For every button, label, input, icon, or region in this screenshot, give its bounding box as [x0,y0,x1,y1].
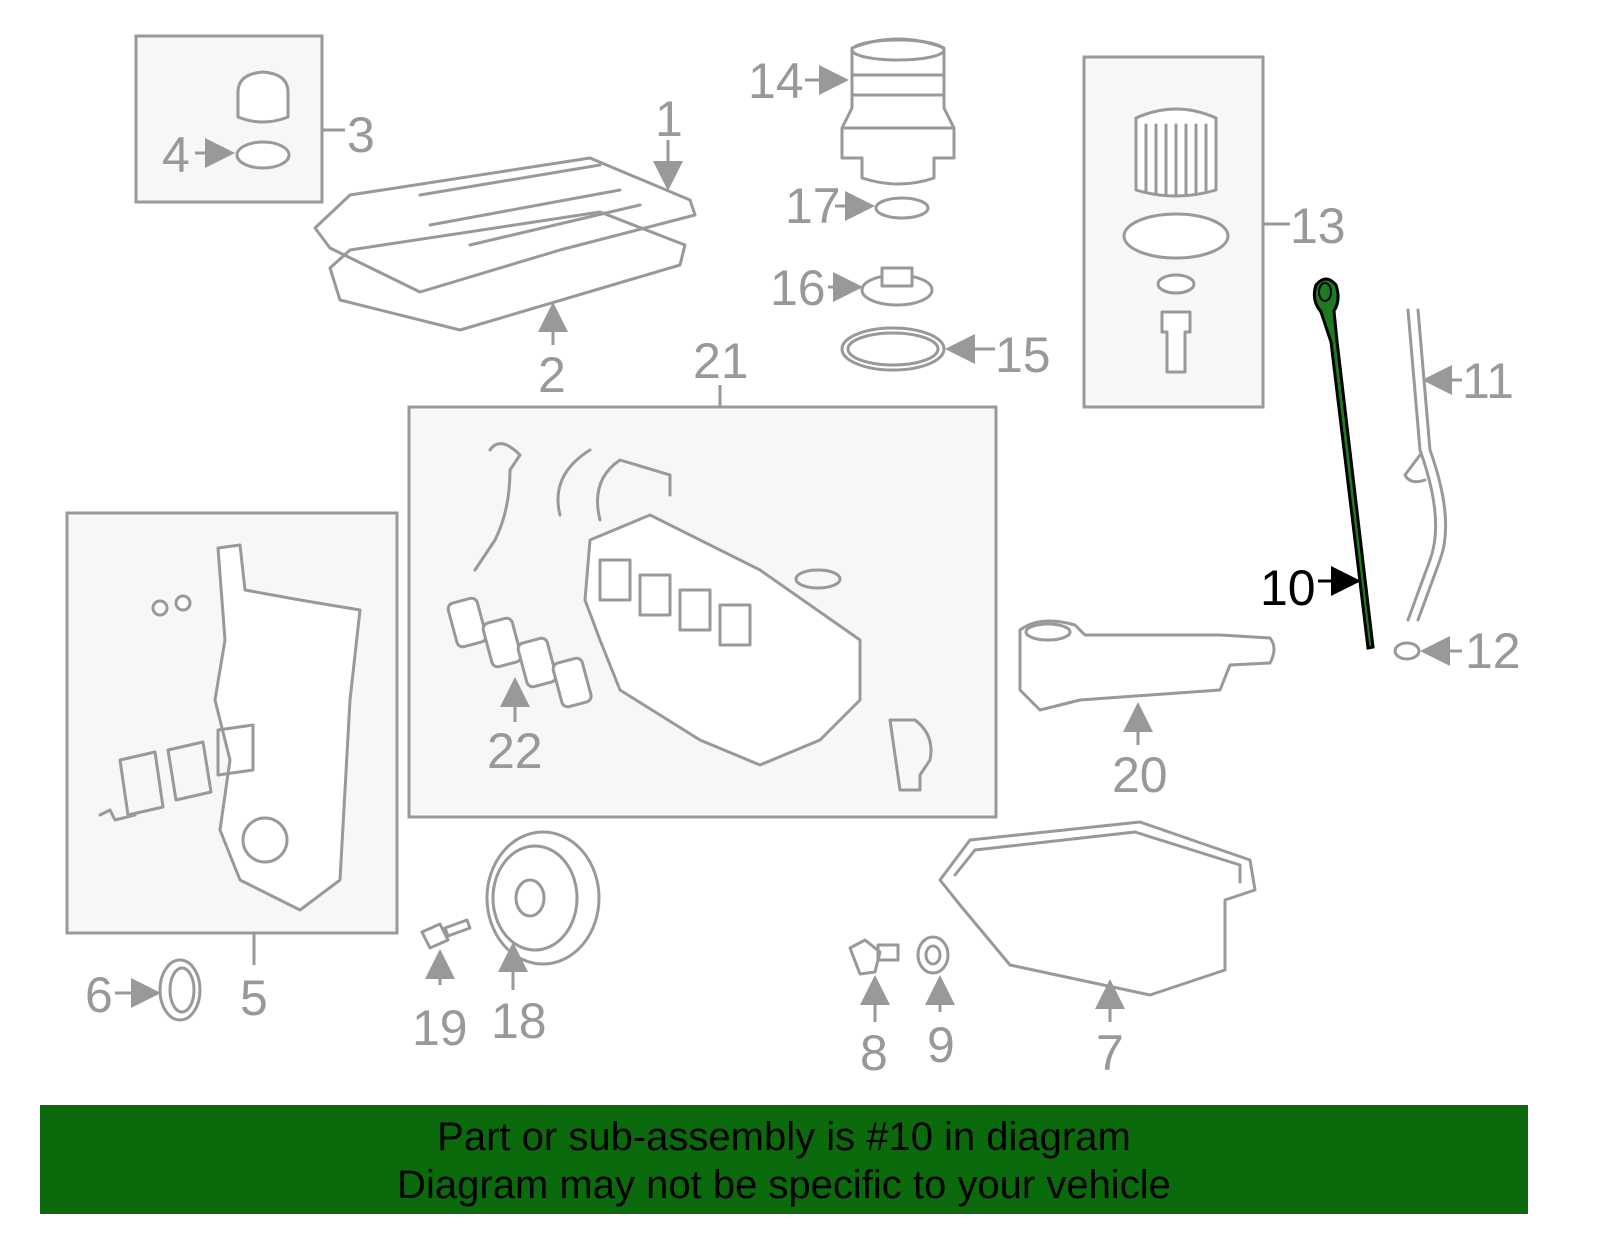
callout-8[interactable]: 8 [860,1025,888,1081]
oil-pan-7-part[interactable] [938,820,1257,997]
oil-filler-cap-part[interactable] [235,70,291,170]
crank-pulley-18-part[interactable] [485,830,601,966]
drain-plug-16-part[interactable] [860,266,934,307]
oil-seal-6-part[interactable] [158,958,202,1022]
callout-3[interactable]: 3 [347,107,375,163]
callout-22[interactable]: 22 [487,723,543,779]
callout-4[interactable]: 4 [162,127,190,183]
callout-14[interactable]: 14 [748,53,804,109]
callout-20[interactable]: 20 [1112,747,1168,803]
o-ring-17-part[interactable] [874,196,930,220]
callout-19[interactable]: 19 [412,1000,468,1056]
timing-cover-part[interactable] [98,543,362,912]
gasket-9-part[interactable] [916,935,950,975]
callout-9[interactable]: 9 [927,1017,955,1073]
callout-12[interactable]: 12 [1465,623,1521,679]
callout-15[interactable]: 15 [995,327,1051,383]
banner-line-1: Part or sub-assembly is #10 in diagram [437,1115,1131,1159]
o-ring-15-part[interactable] [840,326,946,372]
callout-17[interactable]: 17 [785,178,841,234]
drain-plug-8-part[interactable] [848,938,900,976]
callout-2[interactable]: 2 [538,347,566,403]
oil-baffle-20-part[interactable] [1018,619,1276,712]
bolt-19-part[interactable] [420,918,472,950]
o-ring-12-part[interactable] [1393,641,1421,661]
callout-6[interactable]: 6 [85,967,113,1023]
callout-7[interactable]: 7 [1096,1025,1124,1081]
oil-filter-element-part[interactable] [1122,107,1230,374]
part-info-banner: Part or sub-assembly is #10 in diagram D… [40,1105,1528,1214]
callout-10[interactable]: 10 [1260,560,1316,616]
banner-line-2: Diagram may not be specific to your vehi… [397,1163,1171,1207]
callout-1[interactable]: 1 [655,91,683,147]
oil-filter-cap-part[interactable] [840,37,956,186]
intake-manifold-part[interactable] [473,442,933,792]
callout-11[interactable]: 11 [1462,353,1514,409]
dipstick-part-highlighted[interactable] [1312,277,1375,650]
callout-13[interactable]: 13 [1290,198,1346,254]
callout-5[interactable]: 5 [240,970,268,1026]
gaskets-22-part[interactable] [446,596,593,709]
callout-21[interactable]: 21 [693,333,749,389]
valve-cover-part[interactable] [313,156,697,332]
callout-18[interactable]: 18 [491,993,547,1049]
callout-16[interactable]: 16 [770,260,826,316]
dipstick-guide-part[interactable] [1403,308,1448,622]
group-box-3 [134,34,324,204]
